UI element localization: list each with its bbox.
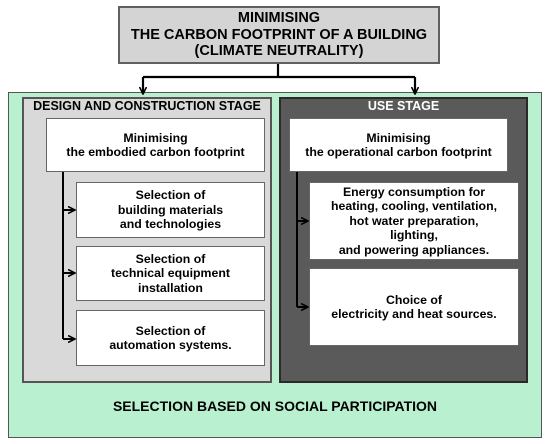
technical-equipment-box: Selection of technical equipment install… [76, 246, 265, 301]
building-materials-box: Selection of building materials and tech… [76, 182, 265, 238]
embodied-carbon-box: Minimising the embodied carbon footprint [46, 118, 265, 172]
automation-systems-box: Selection of automation systems. [76, 310, 265, 366]
operational-carbon-box: Minimising the operational carbon footpr… [289, 118, 508, 172]
energy-sources-box: Choice of electricity and heat sources. [309, 268, 519, 346]
use-stage-header: USE STAGE [367, 99, 440, 113]
diagram-title: MINIMISING THE CARBON FOOTPRINT OF A BUI… [118, 6, 440, 64]
energy-consumption-box: Energy consumption for heating, cooling,… [309, 182, 519, 260]
design-stage-header: DESIGN AND CONSTRUCTION STAGE [33, 99, 261, 113]
title-split-line [143, 64, 415, 79]
bottom-label: SELECTION BASED ON SOCIAL PARTICIPATION [112, 398, 438, 414]
